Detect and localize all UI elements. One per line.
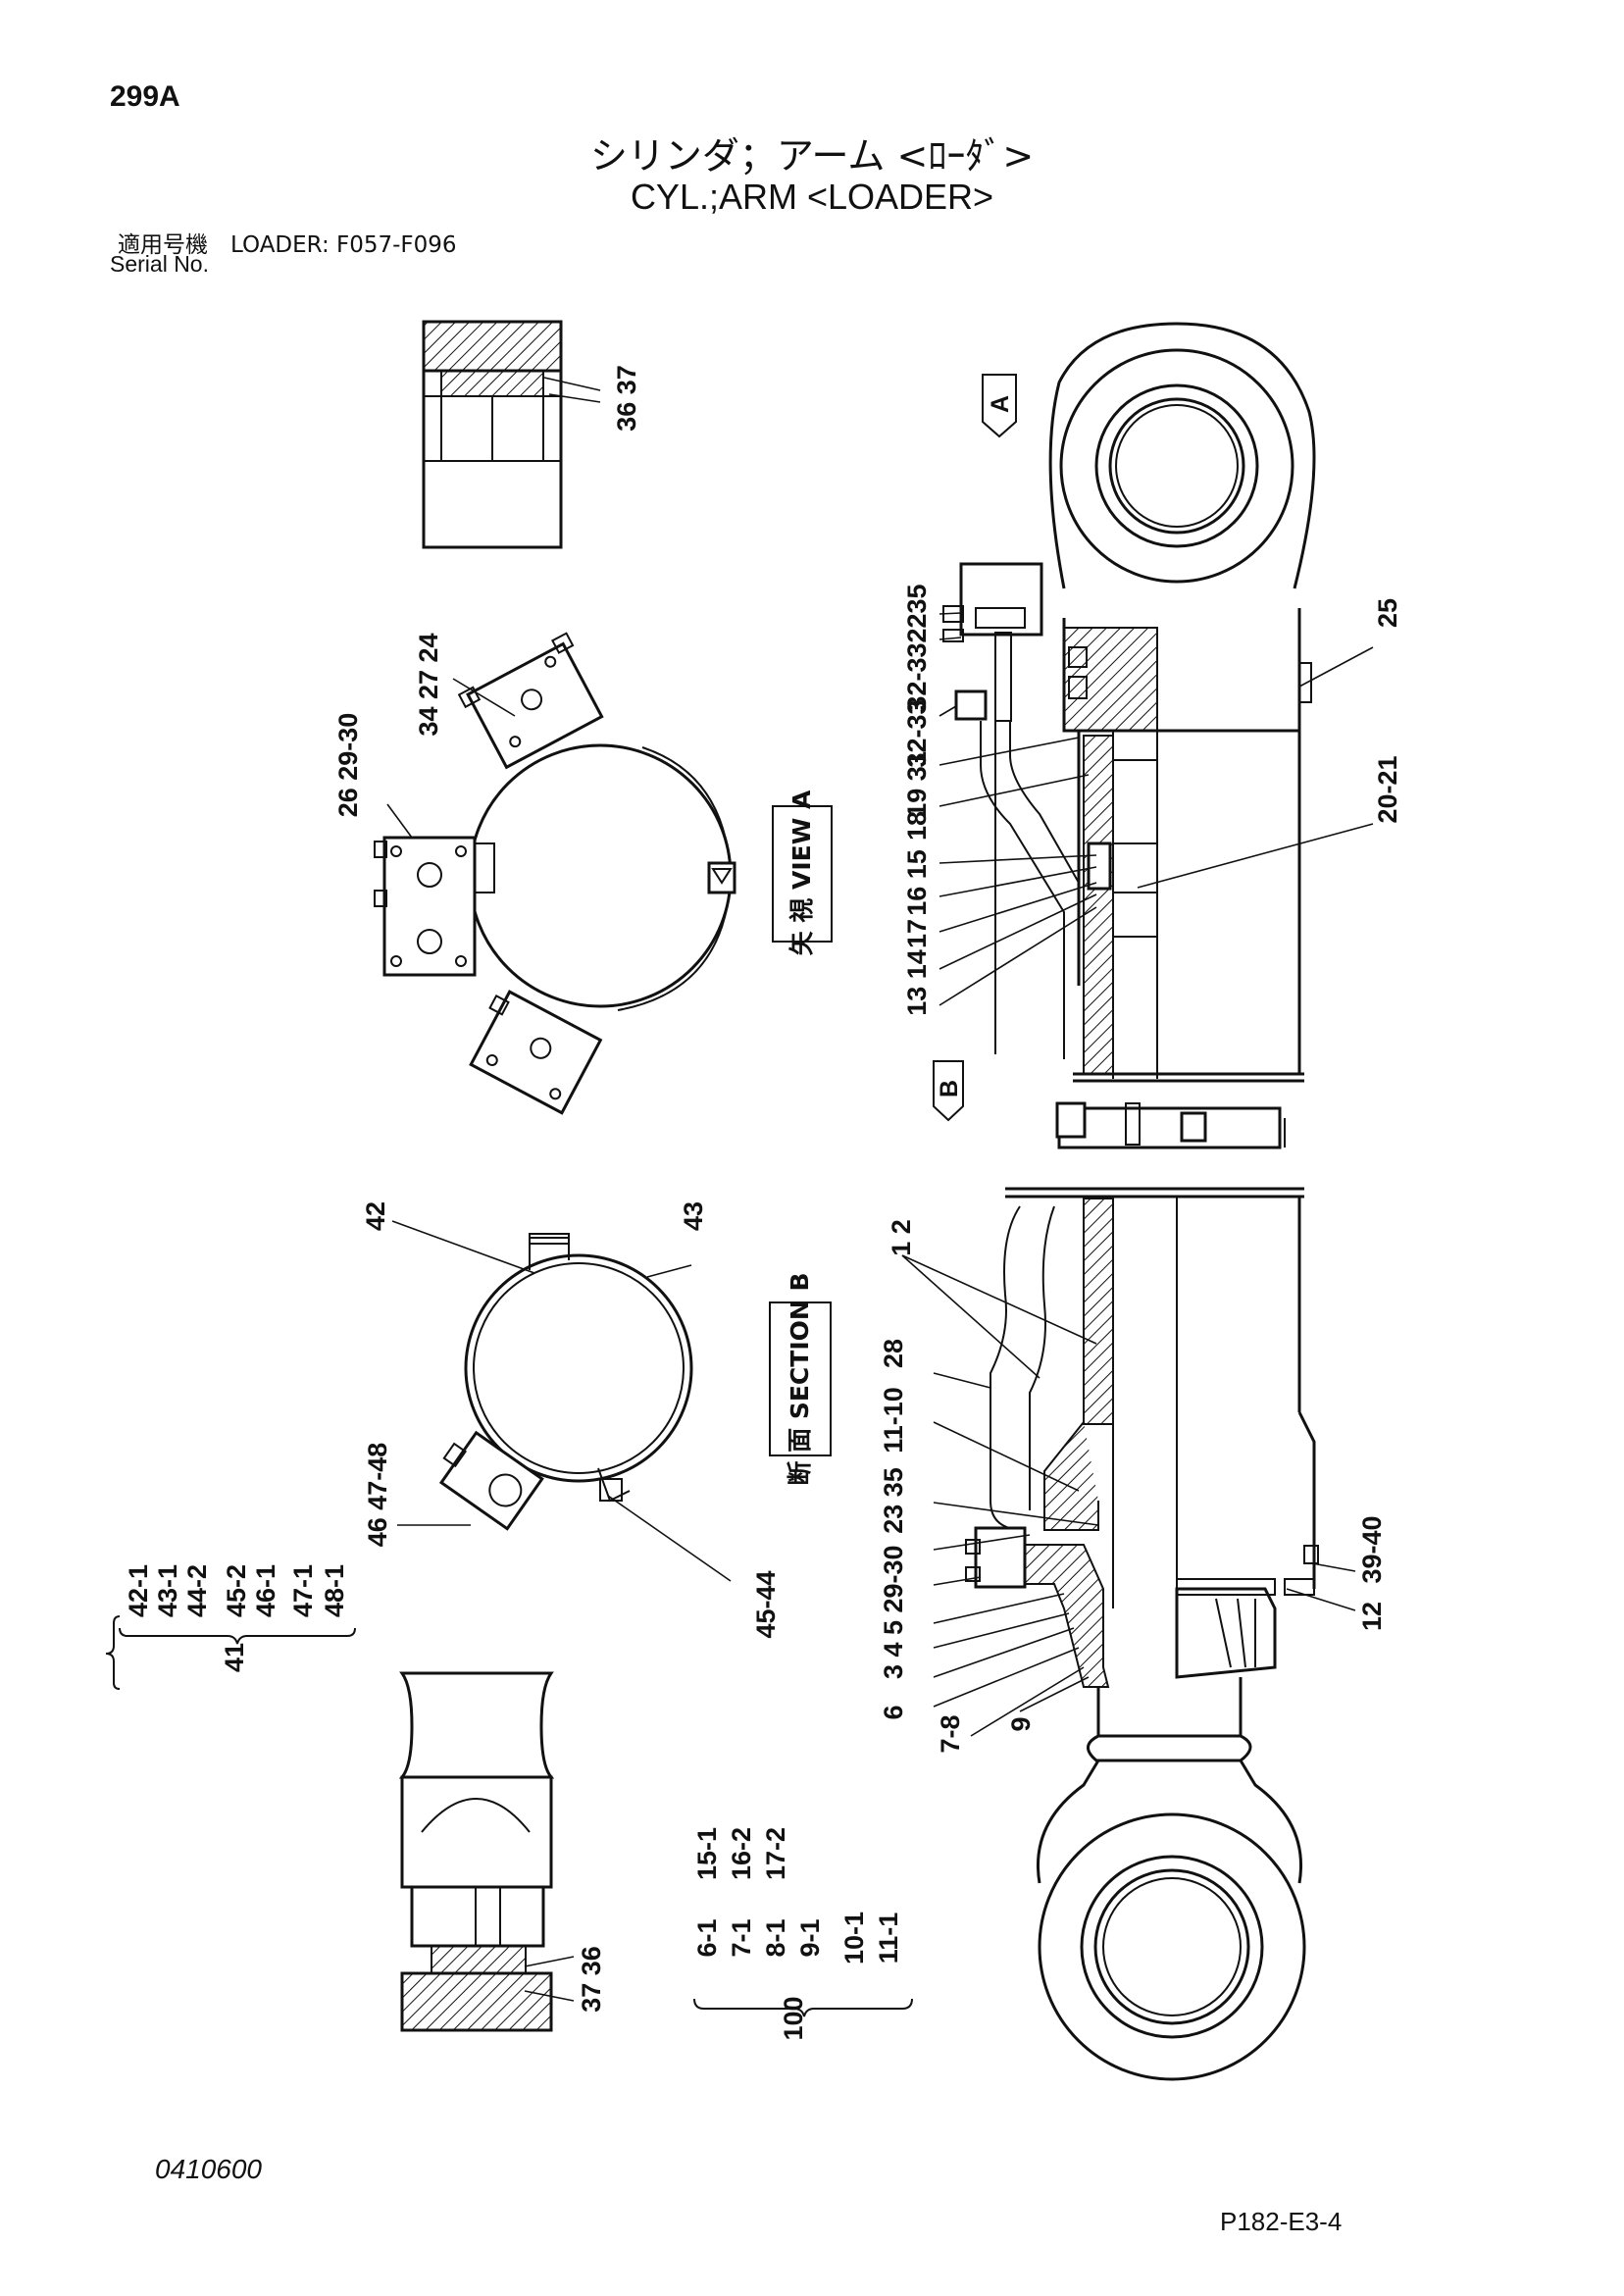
kit-41-item: 45-2 bbox=[222, 1564, 251, 1617]
view-a-caption: 矢 視 VIEW A bbox=[772, 790, 833, 955]
callout-25: 25 bbox=[1373, 598, 1402, 628]
callout-6: 6 bbox=[879, 1705, 908, 1719]
callout-18: 18 bbox=[902, 811, 932, 841]
page-number: 299A bbox=[110, 80, 180, 113]
callout-19-31: 19 31 bbox=[902, 751, 932, 818]
view-a-drawing bbox=[374, 632, 736, 1115]
svg-text:矢 視 VIEW A: 矢 視 VIEW A bbox=[787, 790, 816, 955]
kit-100-item: 17-2 bbox=[761, 1827, 790, 1880]
callout-12: 12 bbox=[1357, 1602, 1387, 1631]
kit-41-item: 46-1 bbox=[251, 1564, 280, 1617]
svg-text:断 面 SECTION B: 断 面 SECTION B bbox=[786, 1272, 814, 1485]
kit-41-group: 41 42-1 43-1 44-2 45-2 46-1 47-1 48-1 bbox=[105, 1564, 356, 1690]
part-callouts: 36 37 34 27 24 26 29-30 32-332235 32-33 … bbox=[333, 365, 1402, 2013]
kit-100-item: 6-1 bbox=[692, 1918, 722, 1957]
callout-45-44: 45-44 bbox=[751, 1570, 781, 1638]
kit-41-label: 41 bbox=[220, 1643, 249, 1672]
document-code: 0410600 bbox=[155, 2154, 263, 2184]
kit-100-item: 7-1 bbox=[727, 1918, 756, 1957]
leader-lines bbox=[386, 377, 1374, 2002]
section-b-drawing bbox=[438, 1233, 693, 1531]
title-japanese: シリンダ；アーム <ﾛｰﾀﾞ> bbox=[589, 134, 1035, 178]
bushing-detail-top bbox=[422, 320, 563, 549]
section-b-caption: 断 面 SECTION B bbox=[769, 1272, 832, 1486]
callout-1-2: 1 2 bbox=[887, 1219, 916, 1256]
callout-23-35: 23 35 bbox=[879, 1467, 908, 1534]
view-a-arrow: A bbox=[982, 374, 1017, 438]
kit-100-item: 16-2 bbox=[727, 1827, 756, 1880]
kit-41-item: 42-1 bbox=[124, 1564, 153, 1617]
callout-17: 17 bbox=[902, 919, 932, 948]
kit-100-item: 8-1 bbox=[761, 1918, 790, 1957]
callout-16-15: 16 15 bbox=[902, 849, 932, 916]
callout-9: 9 bbox=[1006, 1716, 1036, 1731]
callout-3-4-5: 3 4 5 bbox=[879, 1620, 908, 1679]
callout-42: 42 bbox=[361, 1201, 390, 1231]
kit-41-item: 48-1 bbox=[320, 1564, 349, 1617]
callout-26-29-30: 26 29-30 bbox=[333, 713, 363, 818]
bushing-detail-bottom bbox=[398, 1671, 555, 2032]
callout-46-47-48: 46 47-48 bbox=[363, 1443, 392, 1548]
callout-32235: 32-332235 bbox=[902, 584, 932, 710]
kit-100-label: 100 bbox=[779, 1996, 808, 2040]
svg-text:A: A bbox=[987, 395, 1014, 413]
callout-13-14: 13 14 bbox=[902, 949, 932, 1016]
kit-100-item: 9-1 bbox=[795, 1918, 825, 1957]
kit-100-group: 100 6-1 7-1 8-1 9-1 10-1 11-1 15-1 16-2 … bbox=[692, 1827, 913, 2041]
callout-29-30-bottom: 29-30 bbox=[879, 1545, 908, 1612]
callout-28: 28 bbox=[879, 1339, 908, 1368]
callout-43: 43 bbox=[679, 1201, 708, 1231]
callout-34-27-24: 34 27 24 bbox=[414, 633, 443, 736]
callout-37-36-bottom: 37 36 bbox=[577, 1946, 606, 2013]
applicable-model: 適用号機 LOADER: F057-F096 bbox=[118, 232, 457, 258]
kit-41-item: 47-1 bbox=[288, 1564, 318, 1617]
cylinder-assembly bbox=[942, 322, 1319, 2081]
kit-100-item: 10-1 bbox=[839, 1912, 869, 1964]
callout-39-40: 39-40 bbox=[1357, 1515, 1387, 1583]
callout-20-21: 20-21 bbox=[1373, 755, 1402, 823]
kit-41-item: 44-2 bbox=[182, 1564, 212, 1617]
kit-41-item: 43-1 bbox=[153, 1564, 182, 1617]
title-english: CYL.;ARM <LOADER> bbox=[630, 177, 994, 217]
callout-11-10: 11-10 bbox=[879, 1387, 908, 1454]
callout-36-37-top: 36 37 bbox=[612, 365, 641, 432]
callout-32-33: 32-33 bbox=[902, 699, 932, 767]
kit-100-item: 15-1 bbox=[692, 1827, 722, 1880]
kit-100-item: 11-1 bbox=[874, 1913, 903, 1964]
section-b-arrow: B bbox=[933, 1060, 964, 1122]
serial-number-label: Serial No. bbox=[110, 251, 209, 277]
callout-7-8: 7-8 bbox=[936, 1714, 965, 1753]
svg-text:B: B bbox=[936, 1080, 963, 1097]
page-reference: P182-E3-4 bbox=[1220, 2207, 1343, 2236]
